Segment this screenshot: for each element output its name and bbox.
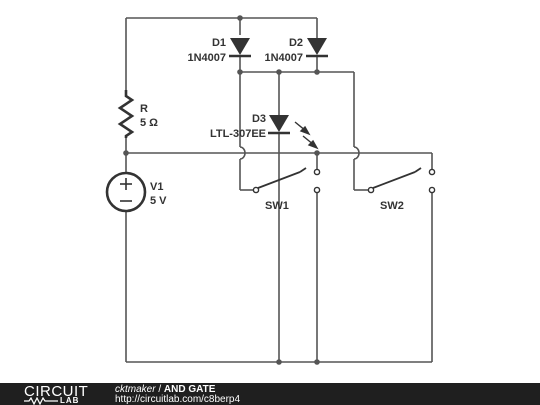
diode-name: D1 xyxy=(212,37,226,49)
junction-dot xyxy=(276,359,282,365)
junction-dot xyxy=(123,150,129,156)
logo-text-top: CIRCUIT xyxy=(24,383,89,400)
source-value: 5 V xyxy=(150,195,167,207)
resistor-r: R 5 Ω xyxy=(117,90,158,138)
footer-bar: CIRCUIT LAB cktmaker / AND GATE http://c… xyxy=(0,383,540,405)
logo-text-bottom: LAB xyxy=(60,396,80,405)
diode-part: 1N4007 xyxy=(187,52,226,64)
junction-dot xyxy=(237,69,243,75)
separator: / xyxy=(155,384,164,395)
circuit-url[interactable]: http://circuitlab.com/c8berp4 xyxy=(115,394,241,405)
footer-title-line: cktmaker / AND GATE xyxy=(115,384,215,395)
voltage-source-v1: V1 5 V xyxy=(105,171,167,213)
switch-contact xyxy=(428,186,436,194)
switch-sw1: SW1 xyxy=(252,167,321,212)
source-circle xyxy=(105,171,147,213)
junction-dot xyxy=(314,359,320,365)
light-emission-arrows-icon xyxy=(294,121,319,150)
switch-contact xyxy=(252,186,260,194)
resistor-zigzag xyxy=(117,90,135,138)
led-d3: D3 LTL-307EE xyxy=(210,113,319,150)
switch-contact xyxy=(313,168,321,176)
switch-blade xyxy=(257,171,301,189)
switch-contact xyxy=(313,186,321,194)
switch-contact xyxy=(367,186,375,194)
junction-dot xyxy=(314,150,320,156)
circuit-title: AND GATE xyxy=(163,384,216,395)
diode-name: D2 xyxy=(289,37,303,49)
diode-triangle xyxy=(307,38,327,55)
junction-dot xyxy=(237,15,243,21)
switch-actuator xyxy=(414,167,422,173)
circuitlab-logo: CIRCUIT LAB xyxy=(24,384,104,405)
resistor-value: 5 Ω xyxy=(140,117,158,129)
diode-triangle xyxy=(230,38,250,55)
led-name: D3 xyxy=(252,113,266,125)
switch-sw2: SW2 xyxy=(367,167,436,212)
switch-contact xyxy=(428,168,436,176)
junction-dot xyxy=(314,69,320,75)
diode-d2: D2 1N4007 xyxy=(264,37,328,64)
switch-blade xyxy=(372,171,416,189)
led-triangle xyxy=(269,115,289,132)
resistor-name: R xyxy=(140,103,148,115)
schematic: R 5 Ω V1 5 V D1 1N4007 D2 1N4007 D3 xyxy=(105,15,436,365)
switch-name: SW1 xyxy=(265,200,289,212)
junction-dot xyxy=(276,69,282,75)
diode-part: 1N4007 xyxy=(264,52,303,64)
switch-name: SW2 xyxy=(380,200,404,212)
led-part: LTL-307EE xyxy=(210,128,266,140)
source-name: V1 xyxy=(150,181,163,193)
junction-dots xyxy=(123,15,320,365)
diode-d1: D1 1N4007 xyxy=(187,37,251,64)
resistor-squiggle-icon xyxy=(24,397,58,405)
author-link[interactable]: cktmaker xyxy=(115,384,156,395)
switch-actuator xyxy=(299,167,307,173)
